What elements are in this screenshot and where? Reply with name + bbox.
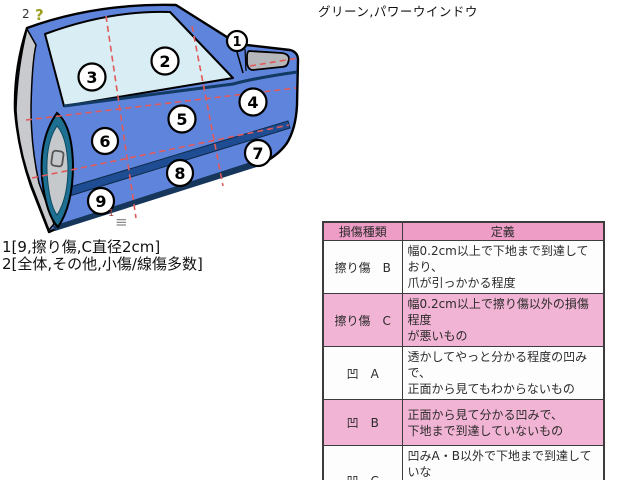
question-icon: ? (35, 6, 44, 24)
door-damage-diagram: 1 2 3 4 5 6 7 (13, 3, 300, 234)
zone-number-5: 5 (176, 110, 187, 129)
damage-definition-cell: 凹みA・B以外で下地まで到達していな いもの 凹み錆・凹み塗装剥げも含む (401, 445, 605, 480)
table-row: 凹 A 透かしてやっと分かる程度の凹みで、 正面から見てもわからないもの (322, 346, 605, 400)
zone-number-9: 9 (95, 192, 106, 211)
scratch-icon: ≡ (115, 213, 128, 231)
window-pillar-line (244, 48, 247, 72)
damage-note-line-1: 1[9,擦り傷,C直径2cm] (2, 238, 161, 256)
zone-marker-9: 9 (86, 186, 116, 216)
damage-definition-cell: 幅0.2cm以上で擦り傷以外の損傷程度 が悪いもの (401, 293, 605, 347)
zone-marker-5: 5 (167, 104, 197, 134)
inner-door-handle (50, 149, 65, 168)
damage-type-cell: 凹 A (322, 346, 403, 400)
table-row: 凹 B 正面から見て分かる凹みで、 下地まで到達していないもの (322, 399, 605, 446)
damage-type-cell: 擦り傷 C (322, 293, 403, 347)
zone-marker-3: 3 (77, 62, 107, 92)
mirror-mount-panel (246, 50, 290, 71)
zone-number-7: 7 (252, 144, 263, 163)
damage-type-cell: 凹 C (322, 445, 403, 480)
section-line-mirror (249, 57, 299, 67)
zone-marker-2: 2 (150, 46, 180, 76)
damage-notes: 1[9,擦り傷,C直径2cm] 2[全体,その他,小傷/線傷多数] (2, 239, 203, 273)
zone-marker-1: 1 (225, 29, 249, 53)
damage-type-cell: 擦り傷 B (322, 240, 403, 294)
zone-marker-6: 6 (90, 126, 120, 156)
table-row: 擦り傷 B 幅0.2cm以上で下地まで到達しており、 爪が引っかかる程度 (322, 240, 605, 294)
belt-line (63, 70, 298, 108)
table-row: 凹 C 凹みA・B以外で下地まで到達していな いもの 凹み錆・凹み塗装剥げも含む (322, 445, 605, 480)
door-seal-inner (46, 125, 69, 216)
damage-definition-cell: 幅0.2cm以上で下地まで到達しており、 爪が引っかかる程度 (401, 240, 605, 294)
damage-point-2-label: 2 (22, 7, 30, 21)
damage-definition-cell: 透かしてやっと分かる程度の凹みで、 正面から見てもわからないもの (401, 346, 605, 400)
zone-number-4: 4 (247, 93, 258, 112)
zone-marker-4: 4 (238, 87, 268, 117)
section-divider-lines (25, 15, 299, 219)
damage-definition-table: 損傷種類 定義 擦り傷 B 幅0.2cm以上で下地まで到達しており、 爪が引っか… (322, 221, 605, 480)
zone-number-1: 1 (232, 35, 241, 50)
col-header-damage-type: 損傷種類 (322, 221, 403, 241)
zone-number-3: 3 (86, 68, 97, 87)
damage-point-1-label: 1 (108, 208, 114, 219)
zone-markers: 1 2 3 4 5 6 7 (77, 29, 273, 216)
col-header-definition: 定義 (401, 221, 605, 241)
section-line-vertical-right (191, 25, 224, 187)
section-line-vertical-left (105, 15, 137, 219)
door-edge-strip (15, 28, 55, 231)
zone-number-2: 2 (159, 52, 170, 71)
zone-marker-8: 8 (165, 158, 195, 188)
table-row: 擦り傷 C 幅0.2cm以上で擦り傷以外の損傷程度 が悪いもの (322, 293, 605, 347)
damage-type-cell: 凹 B (322, 399, 403, 446)
table-header-row: 損傷種類 定義 (322, 221, 605, 241)
vehicle-note: グリーン,パワーウインドウ (318, 4, 478, 19)
zone-number-6: 6 (99, 132, 110, 151)
section-line-horizontal-upper (25, 87, 297, 121)
zone-marker-7: 7 (243, 138, 273, 168)
zone-number-8: 8 (174, 164, 185, 183)
damage-definition-cell: 正面から見て分かる凹みで、 下地まで到達していないもの (401, 399, 605, 446)
section-line-horizontal-lower (31, 124, 290, 179)
damage-note-line-2: 2[全体,その他,小傷/線傷多数] (2, 255, 203, 273)
